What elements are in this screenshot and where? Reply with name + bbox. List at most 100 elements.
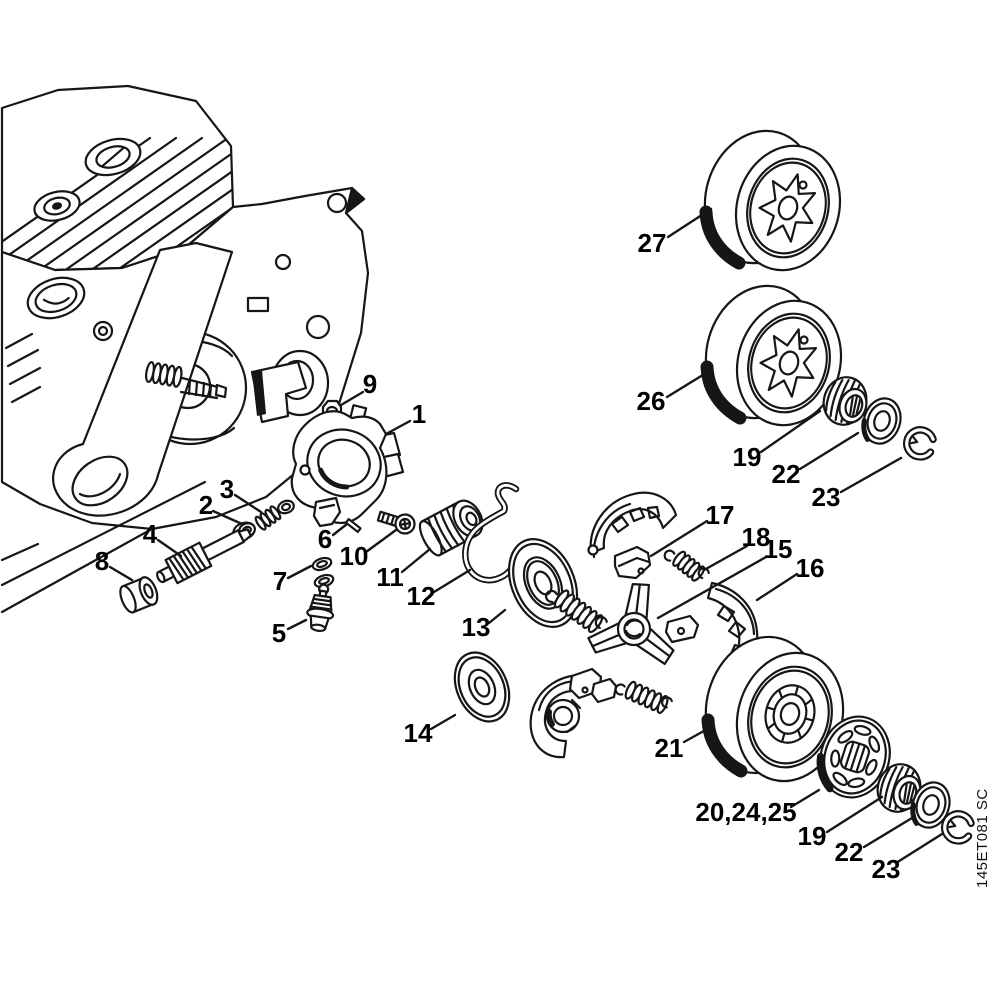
leader-10 [364,528,398,554]
part-18-spring [663,549,710,582]
leader-4 [156,538,183,558]
crank-stud-and-spring [145,361,228,400]
leader-13 [487,608,507,625]
leader-20-24-25 [789,788,821,809]
callout-label-9: 9 [363,369,377,399]
part-20-24-25-rim-sprocket [816,715,891,799]
leader-18 [702,544,749,572]
leader-22-top [798,431,860,471]
leader-2 [211,509,244,526]
part-1-oil-pump [290,404,405,528]
clutch-spring [544,589,608,634]
callout-label-17: 17 [706,500,735,530]
leader-23-bottom [894,832,944,865]
part-19-needle-bearing [822,376,868,426]
case-skirt-lines [0,480,207,614]
part-19-needle-bearing [876,763,922,813]
part-17-clutch-shoe [587,491,678,559]
callout-label-4: 4 [143,519,158,549]
leader-11 [400,547,432,574]
callout-label-16: 16 [796,553,825,583]
callout-label-21: 21 [655,733,684,763]
callout-label-19-top: 19 [733,442,762,472]
leader-27 [666,207,713,239]
leader-26 [665,368,713,399]
left-fin-hatch [4,332,42,404]
callout-label-13: 13 [462,612,491,642]
part-23-e-clip [902,426,937,461]
callout-label-22-bottom: 22 [835,837,864,867]
callout-label-2: 2 [199,490,213,520]
arm-pivot-bolt [92,320,114,342]
part-5-oil-valve [306,583,335,633]
callout-label-18: 18 [742,522,771,552]
part-6-pin [344,518,362,533]
callout-label-23-bottom: 23 [872,854,901,884]
leader-15 [656,555,768,620]
leader-23-top [839,456,903,494]
callout-label-10: 10 [340,541,369,571]
callout-label-8: 8 [95,546,109,576]
decomp-boss [33,190,81,222]
part-27-clutch-drum [699,129,855,283]
part-8-bushing [119,576,159,614]
leader-14 [429,713,457,731]
engine-assembly [0,84,370,614]
callout-leaders [108,207,944,865]
chain-catcher-bracket [250,360,308,424]
intake-port [26,276,86,320]
leader-16 [755,572,799,602]
leader-21 [682,725,713,744]
arm-eye [71,455,129,507]
part-10-screw [376,510,416,535]
callout-label-11: 11 [376,562,404,592]
tensioner-arm [52,241,234,517]
clutch-spring [614,680,673,714]
callout-label-14: 14 [404,718,433,748]
part-23-e-clip [940,810,975,845]
part-3-spring [254,499,295,531]
leader-8 [108,565,134,582]
leader-3 [233,493,263,514]
part-11-worm-gear [418,499,484,557]
callout-label-5: 5 [272,618,286,648]
part-17-clutch-weight [613,545,652,580]
leader-17 [649,519,709,558]
leader-6 [331,522,349,537]
leader-12 [432,568,472,594]
part-26-clutch-drum [700,284,856,438]
leader-9 [339,390,365,407]
part-22-washer [910,781,951,829]
callout-label-27: 27 [638,228,667,258]
callout-label-12: 12 [407,581,436,611]
leader-1 [384,419,412,436]
spark-plug-boss [84,137,142,177]
part-15-clutch-spider [587,583,700,666]
part-12-spring-clip [462,482,520,584]
leader-19-top [759,409,822,454]
leader-19-bottom [825,795,884,834]
part-21-clutch-drum [701,635,845,783]
callout-labels: 27 26 19 22 23 9 1 2 3 4 8 7 5 6 10 11 1… [95,228,991,888]
leader-5 [286,618,308,631]
crankcase-dark-corner [344,186,366,215]
leader-22-bottom [862,816,914,849]
part-4-pump-worm-shaft [156,528,252,585]
part-22-washer [861,397,902,445]
callout-label-15: 15 [764,534,793,564]
part-13-washer [507,538,579,628]
callout-label-7: 7 [273,566,287,596]
callout-label-1: 1 [412,399,426,429]
drawing-code: 145ET081 SC [974,788,991,888]
callout-label-20-24-25: 20,24,25 [695,797,796,827]
callout-label-3: 3 [220,474,234,504]
leader-7 [286,564,313,580]
part-14-washer [453,651,511,723]
callout-label-23-top: 23 [812,482,841,512]
callout-label-6: 6 [318,524,332,554]
callout-label-22-top: 22 [772,459,801,489]
callout-label-26: 26 [637,386,666,416]
lower-clutch-shoe [529,667,618,759]
